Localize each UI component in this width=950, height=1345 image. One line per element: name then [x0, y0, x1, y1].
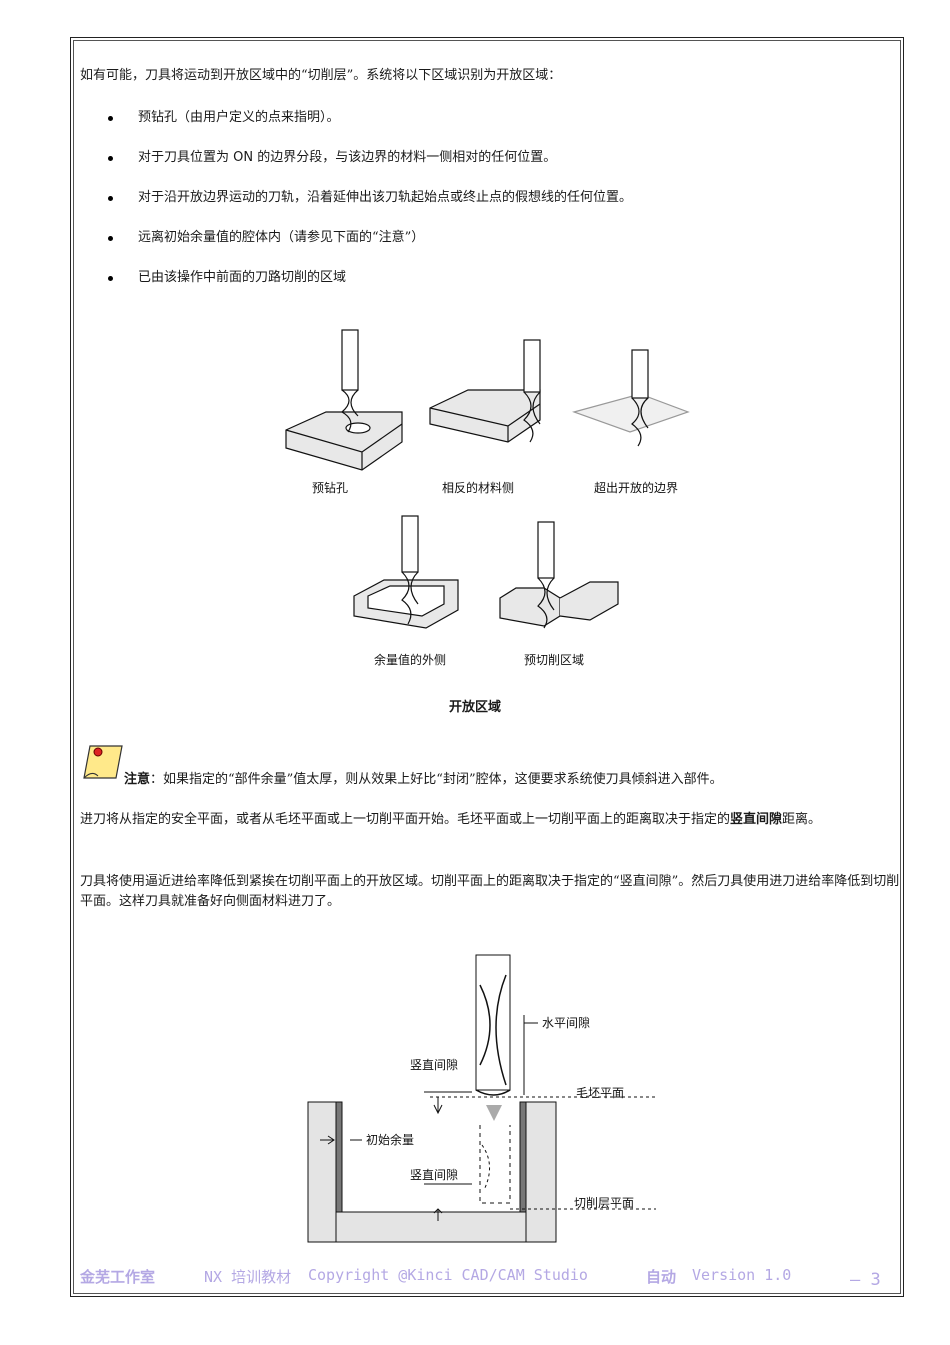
figure-label: 超出开放的边界 — [594, 480, 678, 495]
footer-studio: 金芜工作室 — [80, 1268, 156, 1286]
bullet-icon — [108, 196, 113, 201]
list-item: 远离初始余量值的腔体内（请参见下面的“注意”） — [80, 228, 632, 268]
note-icon — [83, 745, 123, 779]
list-item: 对于刀具位置为 ON 的边界分段，与该边界的材料一侧相对的任何位置。 — [80, 148, 632, 188]
figure-label: 预切削区域 — [524, 653, 584, 667]
page-number: – 3 — [850, 1270, 881, 1290]
stock-outside-illustration — [353, 515, 459, 629]
open-boundary-illustration — [572, 349, 690, 447]
note-text: ：如果指定的“部件余量”值太厚，则从效果上好比“封闭”腔体，这便要求系统使刀具倾… — [150, 772, 723, 787]
diagram-label: 切削层平面 — [574, 1196, 634, 1210]
diagram-label: 竖直间隙 — [410, 1058, 458, 1072]
opposite-side-illustration — [429, 339, 541, 443]
feedrate-paragraph: 刀具将使用逼近进给率降低到紧挨在切削平面上的开放区域。切削平面上的距离取决于指定… — [80, 874, 900, 909]
note-label: 注意 — [124, 772, 151, 787]
open-areas-figure: 预钻孔 相反的材料侧 超出开放的边界 余量值的外侧 预切削区域 — [285, 329, 690, 667]
approach-paragraph: 进刀将从指定的安全平面，或者从毛坯平面或上一切削平面开始。毛坯平面或上一切削平面… — [80, 812, 822, 827]
predrill-illustration — [285, 329, 403, 471]
figure-label: 余量值的外侧 — [374, 652, 446, 667]
diagram-label: 毛坯平面 — [576, 1086, 624, 1100]
note-block: 注意：如果指定的“部件余量”值太厚，则从效果上好比“封闭”腔体，这便要求系统使刀… — [80, 740, 900, 787]
figure-label: 预钻孔 — [312, 480, 348, 495]
figure-label: 相反的材料侧 — [442, 480, 514, 495]
footer-version: Version 1.0 — [692, 1266, 792, 1284]
diagram-label: 竖直间隙 — [410, 1168, 458, 1182]
footer-course: NX 培训教材 — [204, 1268, 292, 1286]
bullet-icon — [108, 156, 113, 161]
footer-copyright: Copyright @Kinci CAD/CAM Studio — [308, 1266, 588, 1284]
list-item: 预钻孔（由用户定义的点来指明）。 — [80, 108, 632, 148]
precut-illustration — [499, 521, 619, 629]
page-footer: 金芜工作室 NX 培训教材 Copyright @Kinci CAD/CAM S… — [80, 1266, 895, 1292]
page-frame — [70, 37, 904, 1297]
clearance-diagram: 水平间隙 竖直间隙 毛坯平面 初始余量 竖直间隙 切削层平面 — [307, 954, 656, 1243]
footer-auto: 自动 — [646, 1268, 677, 1286]
list-item: 对于沿开放边界运动的刀轨，沿着延伸出该刀轨起始点或终止点的假想线的任何位置。 — [80, 188, 632, 228]
diagram-label: 水平间隙 — [542, 1016, 590, 1030]
diagram-label: 初始余量 — [366, 1132, 414, 1147]
intro-text: 如有可能，刀具将运动到开放区域中的“切削层”。系统将以下区域识别为开放区域： — [80, 68, 562, 83]
figure-caption: 开放区域 — [448, 700, 501, 715]
bullet-icon — [108, 276, 113, 281]
open-area-list: 预钻孔（由用户定义的点来指明）。 对于刀具位置为 ON 的边界分段，与该边界的材… — [80, 108, 632, 308]
bullet-icon — [108, 116, 113, 121]
list-item: 已由该操作中前面的刀路切削的区域 — [80, 268, 632, 308]
bullet-icon — [108, 236, 113, 241]
